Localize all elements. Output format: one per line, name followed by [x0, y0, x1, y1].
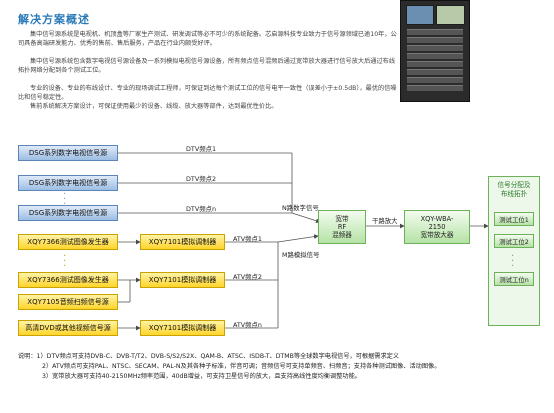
paragraph-4: 售前系统解决方案设计，可保证使用最少的设备、线缆、放大器等部件，达到最优性价比。: [30, 103, 278, 110]
equipment-rack-photo: [400, 0, 470, 102]
test-station-n: 测试工位n: [494, 272, 534, 286]
section-title: 解决方案概述: [18, 13, 90, 26]
paragraph-1: 集中信号源系统是电视机、机顶盒等厂家生产测试、研发调试等必不可少的系统配备。芯启…: [18, 31, 397, 47]
test-station-1: 测试工位1: [494, 212, 534, 226]
broadband-amplifier: XQY-WBA- 2150 宽带放大器: [404, 210, 470, 244]
dsg-source-1: DSG系列数字电视信号源: [18, 145, 118, 161]
atv-label-2: ATV频点2: [233, 273, 262, 281]
note-3: 3）宽带放大器可支持40-2150MHz频率范围，40dB增益，可支持卫星信号的…: [42, 373, 361, 380]
dtv-label-n: DTV频点n: [186, 205, 217, 213]
note-2: 2）ATV频点可支持PAL、NTSC、SECAM、PAL-N及其各种子标准，伴音…: [42, 363, 441, 370]
test-station-2: 测试工位2: [494, 234, 534, 248]
modulator-1: XQY7101模拟调制器: [140, 234, 225, 250]
analog-source-1: XQY7366测试图像发生器: [18, 234, 118, 250]
notes: 说明：1）DTV频点可支持DVB-C、DVB-T/T2、DVB-S/S2/S2X…: [18, 352, 538, 382]
ellipsis-dots: ···: [63, 251, 67, 272]
distribution-title: 信号分配及 布线拓扑: [497, 181, 531, 198]
distribution-panel: [488, 176, 540, 326]
analog-source-4: 高清DVD或其他视频信号源: [18, 320, 118, 336]
dtv-label-2: DTV频点2: [186, 175, 217, 183]
dsg-source-2: DSG系列数字电视信号源: [18, 175, 118, 191]
atv-label-n: ATV频点n: [233, 321, 262, 329]
n-digital-label: N路数字信号: [282, 204, 319, 212]
ellipsis-dots: ···: [63, 189, 67, 210]
paragraph-2: 集中信号源系统包含数字电视信号源设备及一系列模拟电视信号源设备，所有频点信号混频…: [18, 58, 396, 74]
ellipsis-dots: ···: [511, 251, 515, 272]
dsg-source-3: DSG系列数字电视信号源: [18, 205, 118, 221]
rf-mixer: 宽带 RF 混频器: [318, 210, 366, 244]
paragraph-3: 专业的设备、专业的布线设计、专业的现场调试工程师，可保证到达每个测试工位的信号电…: [18, 85, 397, 101]
note-1: 说明：1）DTV频点可支持DVB-C、DVB-T/T2、DVB-S/S2/S2X…: [18, 353, 400, 360]
analog-source-3: XQY7105音频扫频信号源: [18, 294, 118, 310]
modulator-3: XQY7101模拟调制器: [140, 320, 225, 336]
analog-source-2: XQY7366测试图像发生器: [18, 272, 118, 288]
dtv-label-1: DTV频点1: [186, 145, 217, 153]
m-analog-label: M路模拟信号: [282, 251, 320, 259]
atv-label-1: ATV频点1: [233, 235, 262, 243]
dry-amp-label: 干路放大: [372, 217, 398, 225]
modulator-2: XQY7101模拟调制器: [140, 272, 225, 288]
